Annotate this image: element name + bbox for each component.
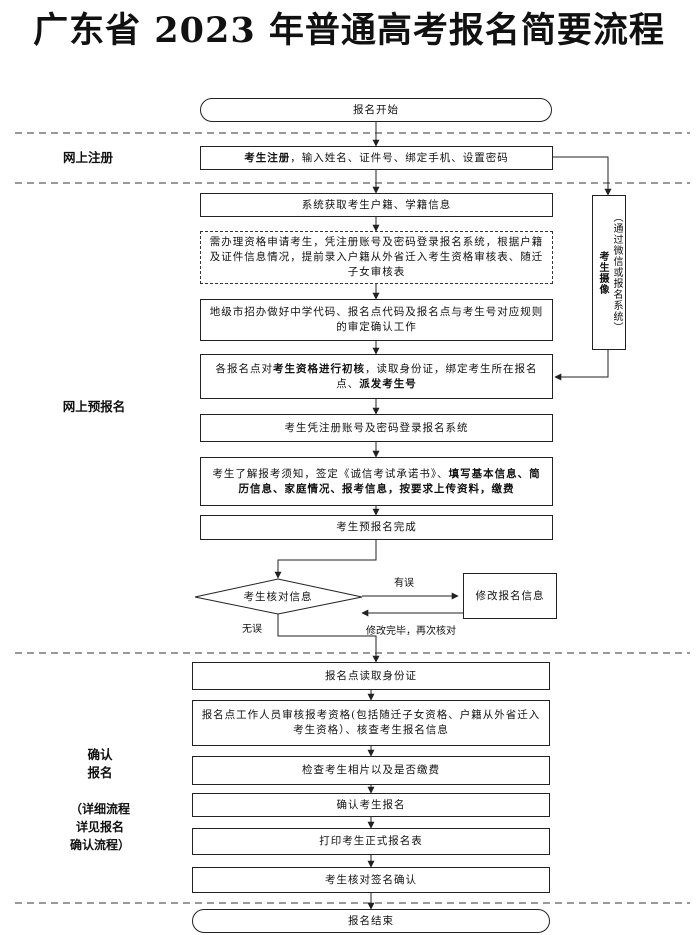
edge-label-recheck: 修改完毕，再次核对 <box>366 626 456 637</box>
page-title: 广东省 2023 年普通高考报名简要流程 <box>33 10 665 51</box>
step-register-bold: 考生注册 <box>244 151 291 164</box>
step-qualification-apply: 需办理资格申请考生，凭注册账号及密码登录报名系统，根据户籍及证件信息情况，提前录… <box>200 231 553 284</box>
start-node: 报名开始 <box>200 98 552 122</box>
modify-info-box: 修改报名信息 <box>463 573 557 619</box>
step-initial-check: 各报名点对考生资格进行初核，读取身份证，绑定考生所在报名点、派发考生号 <box>200 354 553 399</box>
decision-label: 考生核对信息 <box>243 591 313 603</box>
end-node: 报名结束 <box>192 909 550 933</box>
side-photo-box: （通过微信或报名系统） 考生摄像 <box>592 195 626 350</box>
confirm-registration: 确认考生报名 <box>192 793 550 817</box>
section-dividers <box>15 132 690 904</box>
edge-label-no-error: 无误 <box>242 624 262 635</box>
decision-diamond <box>194 578 363 615</box>
section-note-confirm: （详细流程 详见报名 确认流程） <box>69 802 130 852</box>
step-fill-info: 考生了解报考须知，签定《诚信考试承诺书》、填写基本信息、简历信息、家庭情况、报考… <box>200 457 553 506</box>
section-label-register: 网上注册 <box>62 150 113 165</box>
section-label-pre-register: 网上预报名 <box>62 399 126 414</box>
section-label-confirm-line2: 报名 <box>87 765 113 780</box>
confirm-sign: 考生核对签名确认 <box>192 867 550 893</box>
step-login: 考生凭注册账号及密码登录报名系统 <box>200 414 553 442</box>
step-city-code-confirm: 地级市招办做好中学代码、报名点代码及报名点与考生号对应规则的审定确认工作 <box>200 299 553 341</box>
step-fill-info-bold-b: 填写基本信息、简历信息、家庭情况、报考信息，按要求上传资料，缴费 <box>238 467 541 495</box>
step-pre-register-done: 考生预报名完成 <box>200 515 553 540</box>
side-photo-title: 考生摄像 <box>597 250 608 295</box>
section-label-confirm-line1: 确认 <box>87 747 113 762</box>
step-fill-info-text-a: 考生了解报考须知，签定《诚信考试承诺书》、 <box>212 467 449 480</box>
step-register: 考生注册，输入姓名、证件号、绑定手机、设置密码 <box>200 146 553 170</box>
step-initial-check-bold-b: 考生资格进行初核 <box>273 362 365 375</box>
confirm-print-form: 打印考生正式报名表 <box>192 828 550 855</box>
step-register-text: ，输入姓名、证件号、绑定手机、设置密码 <box>290 151 509 164</box>
step-initial-check-bold-d: 派发考生号 <box>359 377 417 390</box>
step-initial-check-text-c: ，读取身份证，绑定考生所在报名点、 <box>336 362 538 390</box>
side-photo-note: （通过微信或报名系统） <box>611 212 622 333</box>
confirm-review-qualification: 报名点工作人员审核报考资格(包括随迁子女资格、户籍从外省迁入考生资格）、核查考生… <box>192 700 550 746</box>
step-initial-check-text-a: 各报名点对 <box>215 362 273 375</box>
confirm-check-photo: 检查考生相片以及是否缴费 <box>192 756 550 785</box>
edge-label-has-error: 有误 <box>394 578 414 589</box>
confirm-read-id: 报名点读取身份证 <box>192 662 550 690</box>
step-fetch-info: 系统获取考生户籍、学籍信息 <box>200 193 553 217</box>
